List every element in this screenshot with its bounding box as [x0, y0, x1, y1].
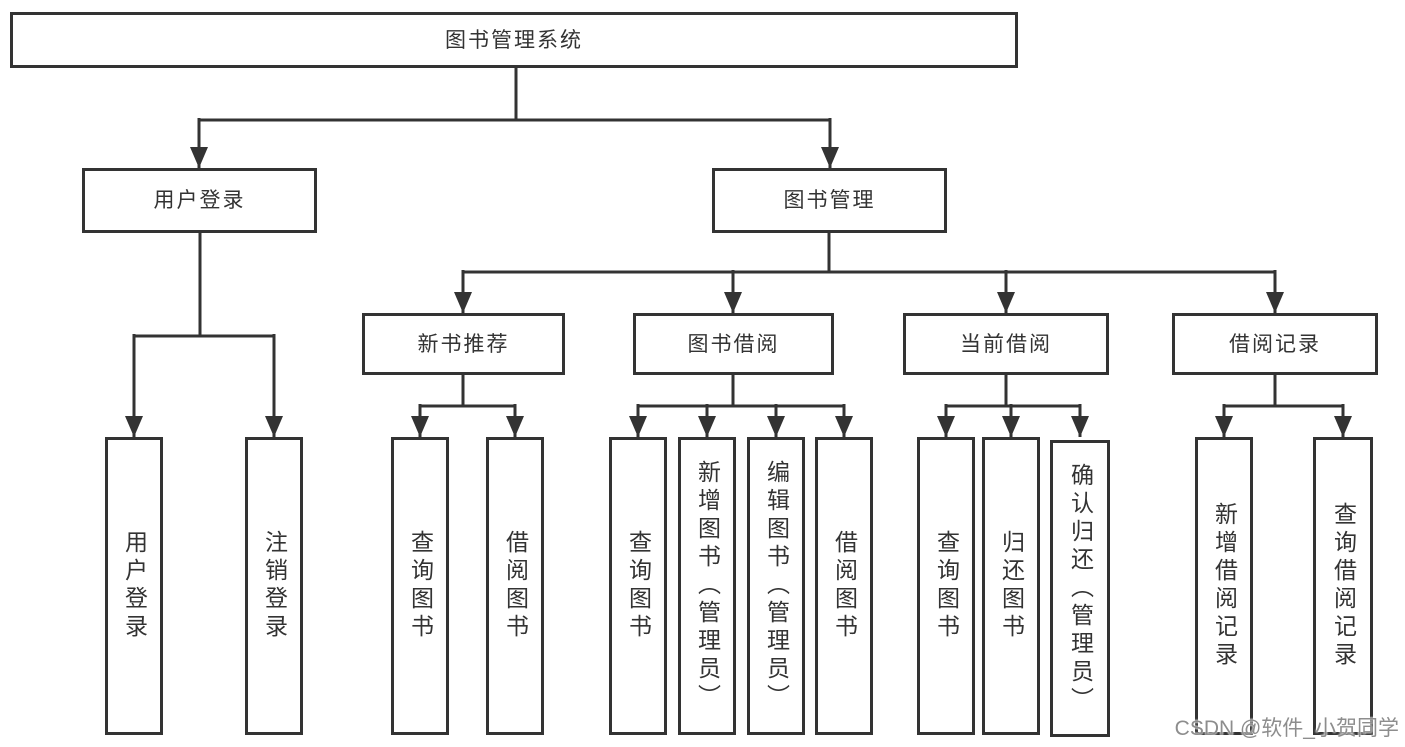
csdn-watermark: CSDN @软件_小贺同学 [1174, 717, 1399, 740]
node-leaf-edit-books: 编辑图书（管理员） [747, 437, 805, 735]
node-new-book-recommend: 新书推荐 [362, 313, 565, 375]
node-leaf-user-login: 用户登录 [105, 437, 163, 735]
node-leaf-query-borrow-record: 查询借阅记录 [1313, 437, 1373, 735]
node-leaf-borrow-books-2: 借阅图书 [815, 437, 873, 735]
node-leaf-query-books-1: 查询图书 [391, 437, 449, 735]
node-book-management: 图书管理 [712, 168, 947, 233]
node-leaf-query-books-2: 查询图书 [609, 437, 667, 735]
node-leaf-add-borrow-record: 新增借阅记录 [1195, 437, 1253, 735]
node-borrow-records: 借阅记录 [1172, 313, 1378, 375]
node-leaf-confirm-return: 确认归还（管理员） [1050, 440, 1110, 737]
node-book-borrow: 图书借阅 [633, 313, 834, 375]
node-root: 图书管理系统 [10, 12, 1018, 68]
node-leaf-query-books-3: 查询图书 [917, 437, 975, 735]
node-leaf-borrow-books-1: 借阅图书 [486, 437, 544, 735]
node-current-borrow: 当前借阅 [903, 313, 1109, 375]
node-user-login: 用户登录 [82, 168, 317, 233]
node-leaf-return-books: 归还图书 [982, 437, 1040, 735]
node-leaf-logout: 注销登录 [245, 437, 303, 735]
node-leaf-add-books: 新增图书（管理员） [678, 437, 736, 735]
